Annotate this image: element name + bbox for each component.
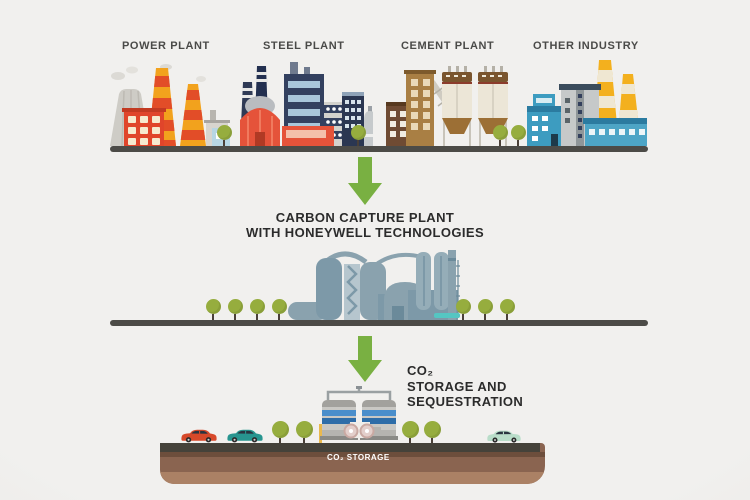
- down-arrow-icon: [348, 157, 382, 205]
- capture-title-line1: CARBON CAPTURE PLANT: [275, 210, 455, 225]
- storage-title-line1: CO₂: [407, 363, 434, 378]
- tree-icon: [477, 299, 493, 320]
- down-arrow-icon: [348, 336, 382, 382]
- carbon-capture-plant-illustration: [288, 250, 460, 320]
- label-cement-plant: CEMENT PLANT: [401, 40, 495, 52]
- teal-car-illustration: [227, 429, 263, 443]
- capture-plant-title: CARBON CAPTURE PLANT WITH HONEYWELL TECH…: [165, 210, 565, 240]
- storage-tanks-illustration: [320, 386, 398, 440]
- cement-plant-illustration: [386, 66, 508, 146]
- storage-title-line3: SEQUESTRATION: [407, 394, 524, 409]
- tree-icon: [424, 421, 441, 444]
- tree-icon: [499, 299, 515, 320]
- storage-title: CO₂ STORAGE AND SEQUESTRATION: [407, 363, 523, 410]
- tree-icon: [455, 299, 471, 320]
- green-car-illustration: [487, 430, 521, 443]
- storage-title-line2: STORAGE AND: [407, 378, 507, 394]
- tree-icon: [205, 299, 221, 320]
- tree-icon: [271, 299, 287, 320]
- other-industry-illustration: [527, 60, 647, 146]
- capture-title-line2: WITH HONEYWELL TECHNOLOGIES: [245, 225, 485, 240]
- tree-icon: [402, 421, 419, 444]
- ground-line-top: [110, 146, 648, 152]
- co2-storage-label: CO₂ STORAGE: [327, 453, 390, 462]
- label-steel-plant: STEEL PLANT: [263, 40, 345, 52]
- topsoil-layer: [160, 452, 545, 457]
- tree-icon: [492, 125, 508, 146]
- red-car-illustration: [181, 429, 217, 443]
- subsoil-layer: [160, 472, 545, 484]
- tree-icon: [272, 421, 289, 444]
- tree-icon: [510, 125, 526, 146]
- power-plant-illustration: [110, 64, 230, 146]
- tree-icon: [296, 421, 313, 444]
- tree-icon: [216, 125, 232, 146]
- tree-icon: [249, 299, 265, 320]
- tree-icon: [350, 125, 366, 146]
- ground-line-middle: [110, 320, 648, 326]
- tree-icon: [227, 299, 243, 320]
- label-other-industry: OTHER INDUSTRY: [533, 40, 639, 52]
- label-power-plant: POWER PLANT: [122, 40, 210, 52]
- underground-storage: CO₂ STORAGE: [160, 443, 545, 484]
- road: [160, 443, 540, 452]
- steel-plant-illustration: [240, 62, 373, 146]
